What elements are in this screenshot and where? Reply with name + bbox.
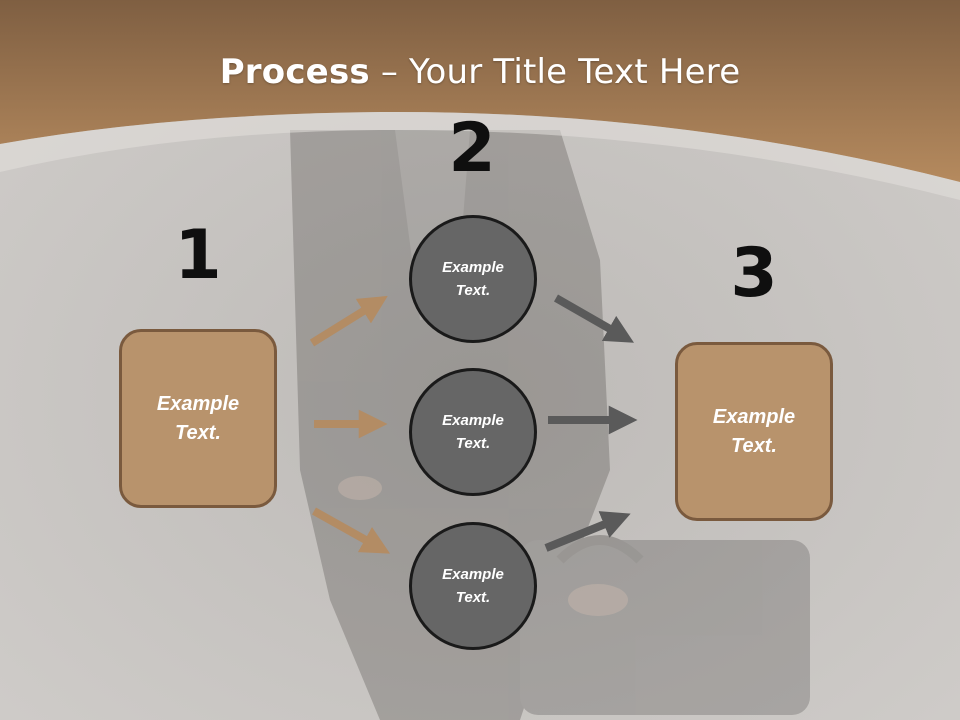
arrow-from-bottom-circle: [544, 511, 631, 552]
left-box-text: Example Text.: [156, 392, 240, 444]
left-process-box: Example Text.: [119, 329, 277, 508]
step-number-3: 3: [730, 234, 778, 313]
title-bold: Process: [219, 52, 370, 92]
circle-top: Example Text.: [409, 215, 537, 343]
circle-middle-text: Example Text.: [442, 412, 504, 452]
arrow-to-bottom-circle: [312, 507, 391, 554]
right-box-text: Example Text.: [712, 405, 796, 457]
header-swoosh: [0, 111, 960, 200]
right-process-box: Example Text.: [675, 342, 833, 521]
slide-title: Process – Your Title Text Here: [0, 52, 960, 92]
circle-bottom: Example Text.: [409, 522, 537, 650]
circle-top-text: Example Text.: [442, 259, 504, 299]
title-rest: – Your Title Text Here: [369, 52, 741, 92]
header-band: [0, 0, 960, 182]
arrow-from-top-circle: [554, 294, 634, 343]
step-number-2: 2: [448, 109, 496, 188]
step-number-1: 1: [174, 216, 222, 295]
circle-middle: Example Text.: [409, 368, 537, 496]
arrow-to-top-circle: [309, 295, 388, 347]
circle-bottom-text: Example Text.: [442, 566, 504, 606]
